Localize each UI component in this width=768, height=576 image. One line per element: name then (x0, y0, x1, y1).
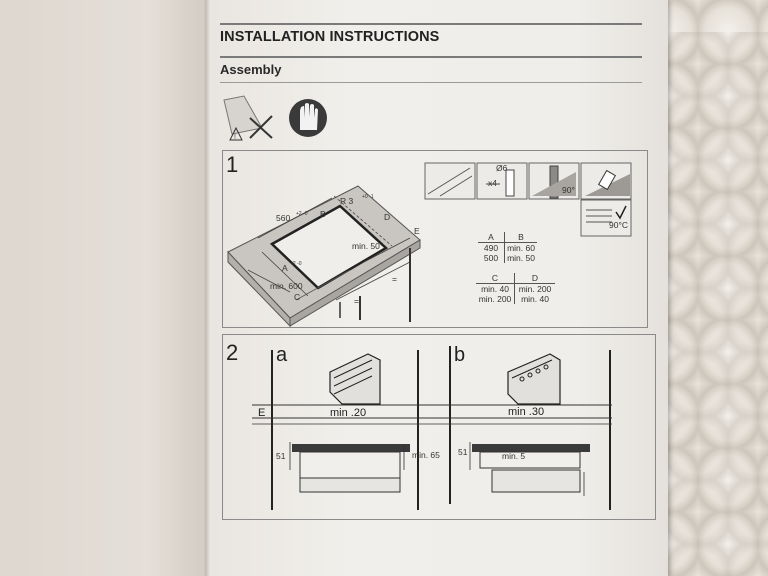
table-ab-cell: 490 (478, 243, 505, 253)
step2-number: 2 (226, 340, 239, 365)
left-book-page (0, 0, 212, 576)
table-ab-head-a: A (478, 232, 505, 242)
table-cd-cell: min. 40 (521, 294, 549, 304)
dim-e: E (414, 226, 420, 236)
step2-b-min5: min. 5 (502, 451, 526, 461)
table-ab-cell: min. 50 (507, 253, 535, 263)
step2-a-min: min .20 (330, 407, 367, 419)
dim-r: R 3 (340, 196, 354, 206)
table-cd-cell: min. 200 (476, 294, 515, 304)
dim-560-tol: +2 -0 (296, 211, 308, 217)
table-cd-head-c: C (476, 273, 515, 283)
no-sharp-tools-icon: ! (223, 95, 273, 141)
dim-c: C (294, 292, 301, 302)
dim-560: 560 (276, 213, 291, 223)
step2-e-label: E (258, 407, 266, 419)
dim-min600: min. 600 (270, 281, 303, 291)
detail-hole: Ø6 (496, 163, 508, 173)
dim-eq-1: = (392, 274, 397, 284)
dim-d: D (384, 212, 391, 222)
header-rule-bottom (220, 56, 642, 58)
detail-count: x4 (488, 178, 497, 188)
step2-b-label: b (454, 344, 466, 366)
dim-eq-2: = (354, 296, 359, 306)
step2-frame (222, 334, 656, 520)
header-rule-top (220, 23, 642, 25)
dim-r-tol: +0 -1 (362, 194, 374, 200)
svg-text:!: ! (234, 134, 236, 141)
table-cd-cell: min. 200 (518, 284, 552, 294)
dim-min50: min. 50 (352, 241, 380, 251)
step2-b-min: min .30 (508, 406, 545, 418)
step2-a-height: 51 (276, 451, 286, 461)
table-cd-head-d: D (531, 273, 539, 283)
table-ab-cell: min. 60 (507, 243, 535, 253)
table-cd-cell: min. 40 (476, 284, 515, 294)
page-title: INSTALLATION INSTRUCTIONS (220, 29, 440, 45)
dim-a-tol: +2 -0 (290, 261, 302, 267)
step2-a-min65: min. 65 (412, 450, 440, 460)
section-title: Assembly (220, 62, 282, 77)
detail-temp: 90°C (609, 220, 628, 230)
step2-b-height: 51 (458, 447, 468, 457)
table-ab-cell: 500 (478, 253, 505, 263)
step1-number: 1 (226, 152, 239, 177)
table-ab-head-b: B (518, 232, 524, 242)
step1-frame (222, 150, 648, 328)
detail-angle: 90° (562, 185, 575, 195)
gloves-icon (289, 99, 327, 137)
dim-b: B (320, 209, 326, 219)
book-spine (205, 0, 215, 576)
dim-a: A (282, 263, 288, 273)
step2-a-label: a (276, 344, 288, 366)
section-rule (220, 82, 642, 83)
